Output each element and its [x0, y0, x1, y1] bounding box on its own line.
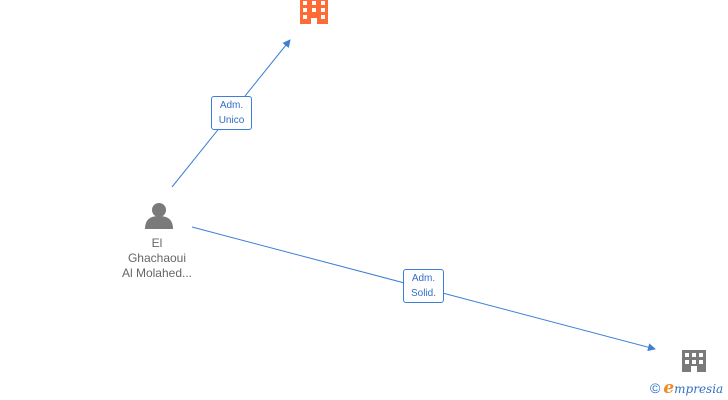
person-icon — [145, 203, 173, 229]
building-icon — [300, 0, 328, 24]
person-name-line-1: El — [151, 236, 163, 250]
edge-label-line-1: Adm. — [411, 273, 436, 284]
person-node[interactable] — [145, 203, 173, 229]
edge-label-adm-unico: Adm. Unico — [211, 96, 252, 130]
edge-label-line-1: Adm. — [219, 100, 244, 111]
edge-label-adm-solid: Adm. Solid. — [403, 269, 444, 303]
brand-logo: empresia — [663, 378, 724, 398]
brand-name: mpresia — [674, 382, 724, 396]
person-name-line-3: Al Molahed... — [121, 266, 193, 280]
empresia-watermark: ©empresia — [650, 378, 723, 398]
copyright-symbol: © — [650, 380, 661, 396]
person-name-label[interactable]: El Ghachaoui Al Molahed... — [112, 236, 202, 281]
company-node-bottom[interactable] — [682, 350, 706, 372]
company-node-top[interactable] — [300, 0, 328, 24]
person-name-line-2: Ghachaoui — [127, 251, 187, 265]
building-icon — [682, 350, 706, 372]
brand-initial: e — [663, 378, 675, 398]
edge-label-line-2: Unico — [218, 115, 245, 126]
edge-label-line-2: Solid. — [410, 288, 436, 299]
